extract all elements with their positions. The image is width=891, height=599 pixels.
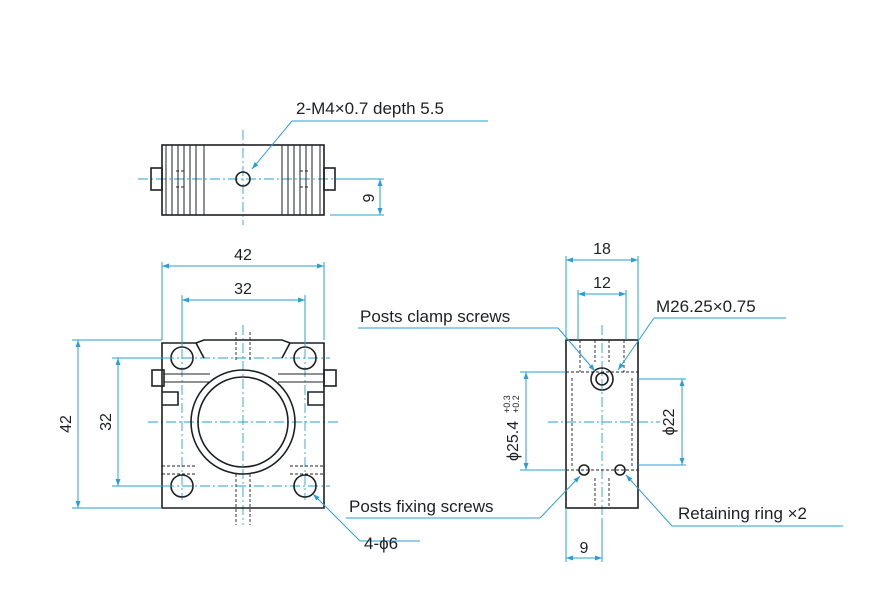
clamp-screws-label: Posts clamp screws <box>360 307 510 326</box>
front-view <box>72 262 420 542</box>
front-inner-height-dim: 32 <box>98 413 115 431</box>
side-bore-tol-upper: +0.3 <box>502 395 512 413</box>
side-width-dim: 18 <box>593 241 611 258</box>
top-thread-label: 2-M4×0.7 depth 5.5 <box>296 99 444 118</box>
side-bore-dim: ϕ25.4 +0.3 +0.2 <box>502 395 522 461</box>
holes-label: 4-ϕ6 <box>364 534 398 553</box>
side-bottom-dim: 9 <box>580 540 589 557</box>
fixing-screws-label: Posts fixing screws <box>349 497 494 516</box>
top-view <box>138 120 488 225</box>
thread-m26-label: M26.25×0.75 <box>656 297 756 316</box>
front-inner-width-dim: 32 <box>234 281 252 298</box>
retaining-ring-label: Retaining ring ×2 <box>678 504 807 523</box>
side-bore-tol-lower: +0.2 <box>511 395 521 413</box>
front-width-dim: 42 <box>234 247 252 264</box>
side-diameter-22-dim: ϕ22 <box>661 409 678 436</box>
side-bore-value: ϕ25.4 <box>505 421 522 461</box>
front-height-dim: 42 <box>58 415 75 433</box>
top-height-dim: 9 <box>361 193 378 202</box>
m4-hole-icon <box>235 171 251 187</box>
side-inner-width-dim: 12 <box>593 275 611 292</box>
side-view <box>346 256 843 562</box>
